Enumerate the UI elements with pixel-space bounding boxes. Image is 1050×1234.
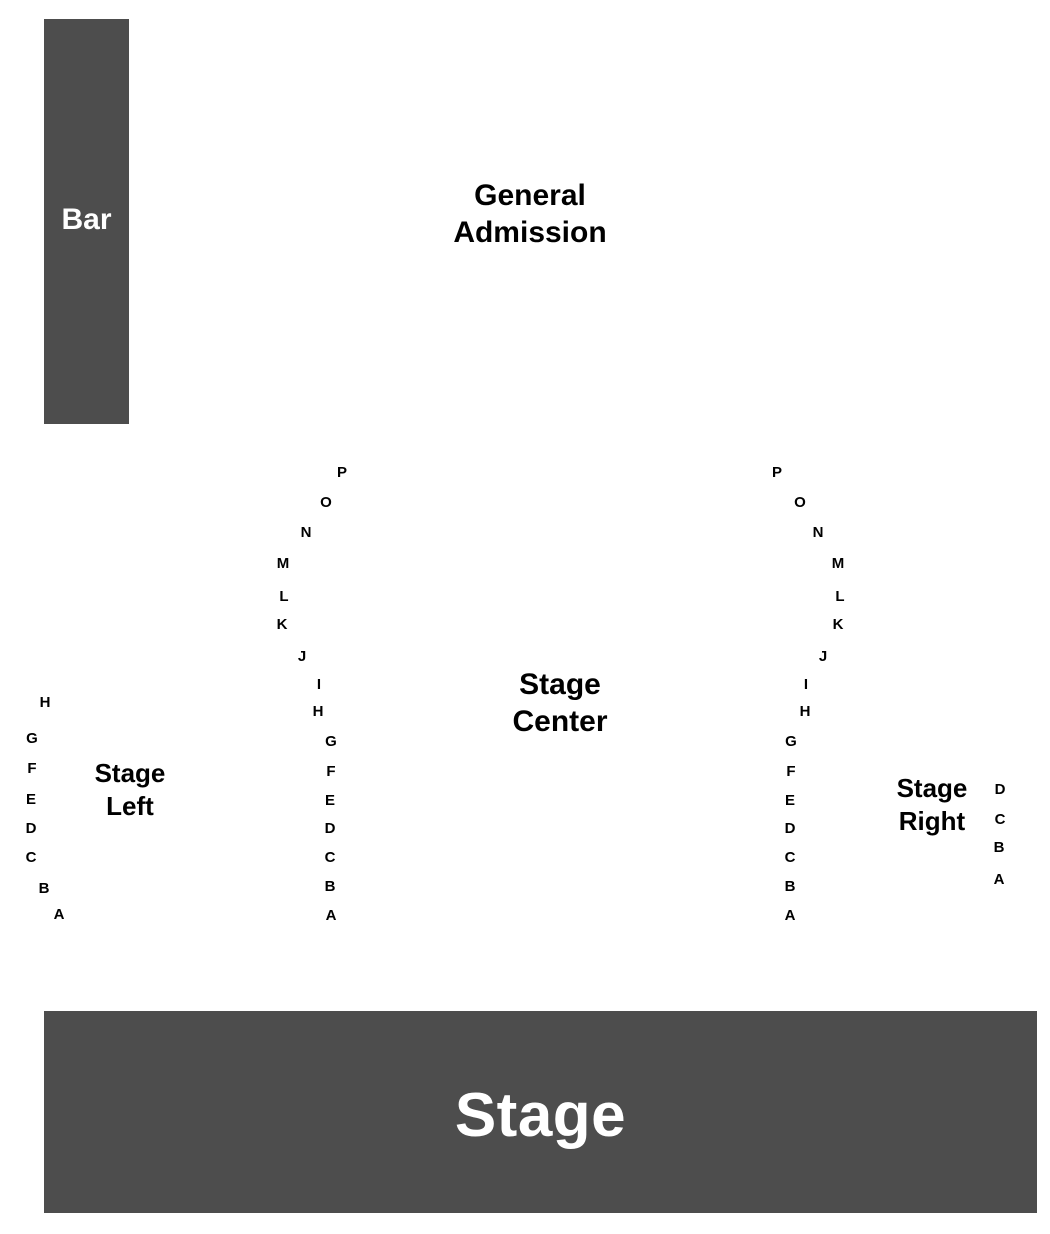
section-stage-right-line2: Right [898, 806, 966, 836]
row-center-right-o[interactable]: O [794, 494, 806, 511]
row-center-right-c[interactable]: C [784, 849, 796, 866]
row-center-right-h[interactable]: H [799, 703, 811, 720]
section-stage-left-line1: Stage [94, 758, 166, 788]
row-center-right-j[interactable]: J [818, 648, 828, 665]
row-center-left-b[interactable]: B [324, 878, 336, 895]
row-center-left-j[interactable]: J [297, 648, 307, 665]
row-center-right-b[interactable]: B [784, 878, 796, 895]
row-stage-left-b[interactable]: B [38, 880, 50, 897]
row-stage-left-e[interactable]: E [25, 791, 37, 808]
row-center-left-i[interactable]: I [316, 676, 322, 693]
row-center-right-k[interactable]: K [832, 616, 844, 633]
stage-area[interactable]: Stage [44, 1011, 1037, 1213]
row-stage-left-h[interactable]: H [39, 694, 51, 711]
stage-label: Stage [454, 1081, 627, 1150]
row-center-right-e[interactable]: E [784, 792, 796, 809]
row-center-right-m[interactable]: M [831, 555, 845, 572]
row-stage-right-c[interactable]: C [994, 811, 1006, 828]
row-center-left-n[interactable]: N [300, 524, 312, 541]
row-center-right-a[interactable]: A [784, 907, 796, 924]
row-stage-left-d[interactable]: D [25, 820, 37, 837]
row-center-left-p[interactable]: P [336, 464, 348, 481]
section-general-admission[interactable]: General Admission [430, 177, 630, 251]
section-stage-left[interactable]: Stage Left [80, 757, 180, 823]
row-center-left-g[interactable]: G [325, 733, 337, 750]
row-center-right-g[interactable]: G [785, 733, 797, 750]
row-center-left-l[interactable]: L [279, 588, 289, 605]
row-center-right-i[interactable]: I [803, 676, 809, 693]
section-stage-center-line1: Stage [519, 668, 601, 701]
row-stage-right-b[interactable]: B [993, 839, 1005, 856]
row-center-left-d[interactable]: D [324, 820, 336, 837]
row-center-left-e[interactable]: E [324, 792, 336, 809]
row-stage-right-d[interactable]: D [994, 781, 1006, 798]
bar-area[interactable]: Bar [44, 19, 129, 424]
row-stage-left-f[interactable]: F [27, 760, 37, 777]
section-general-admission-line1: General [474, 179, 586, 212]
row-center-right-n[interactable]: N [812, 524, 824, 541]
section-stage-center[interactable]: Stage Center [480, 666, 640, 740]
row-center-left-h[interactable]: H [312, 703, 324, 720]
row-stage-left-a[interactable]: A [53, 906, 65, 923]
row-stage-left-g[interactable]: G [26, 730, 38, 747]
section-general-admission-line2: Admission [453, 216, 607, 249]
row-center-left-m[interactable]: M [276, 555, 290, 572]
row-center-right-f[interactable]: F [786, 763, 796, 780]
row-center-right-p[interactable]: P [771, 464, 783, 481]
row-center-left-a[interactable]: A [325, 907, 337, 924]
row-center-left-o[interactable]: O [320, 494, 332, 511]
row-stage-left-c[interactable]: C [25, 849, 37, 866]
row-center-right-l[interactable]: L [835, 588, 845, 605]
row-center-left-f[interactable]: F [326, 763, 336, 780]
section-stage-right[interactable]: Stage Right [880, 772, 984, 838]
row-center-left-c[interactable]: C [324, 849, 336, 866]
row-stage-right-a[interactable]: A [993, 871, 1005, 888]
row-center-right-d[interactable]: D [784, 820, 796, 837]
row-center-left-k[interactable]: K [276, 616, 288, 633]
section-stage-left-line2: Left [106, 791, 154, 821]
bar-label: Bar [61, 203, 112, 236]
section-stage-center-line2: Center [512, 705, 608, 738]
section-stage-right-line1: Stage [896, 773, 968, 803]
